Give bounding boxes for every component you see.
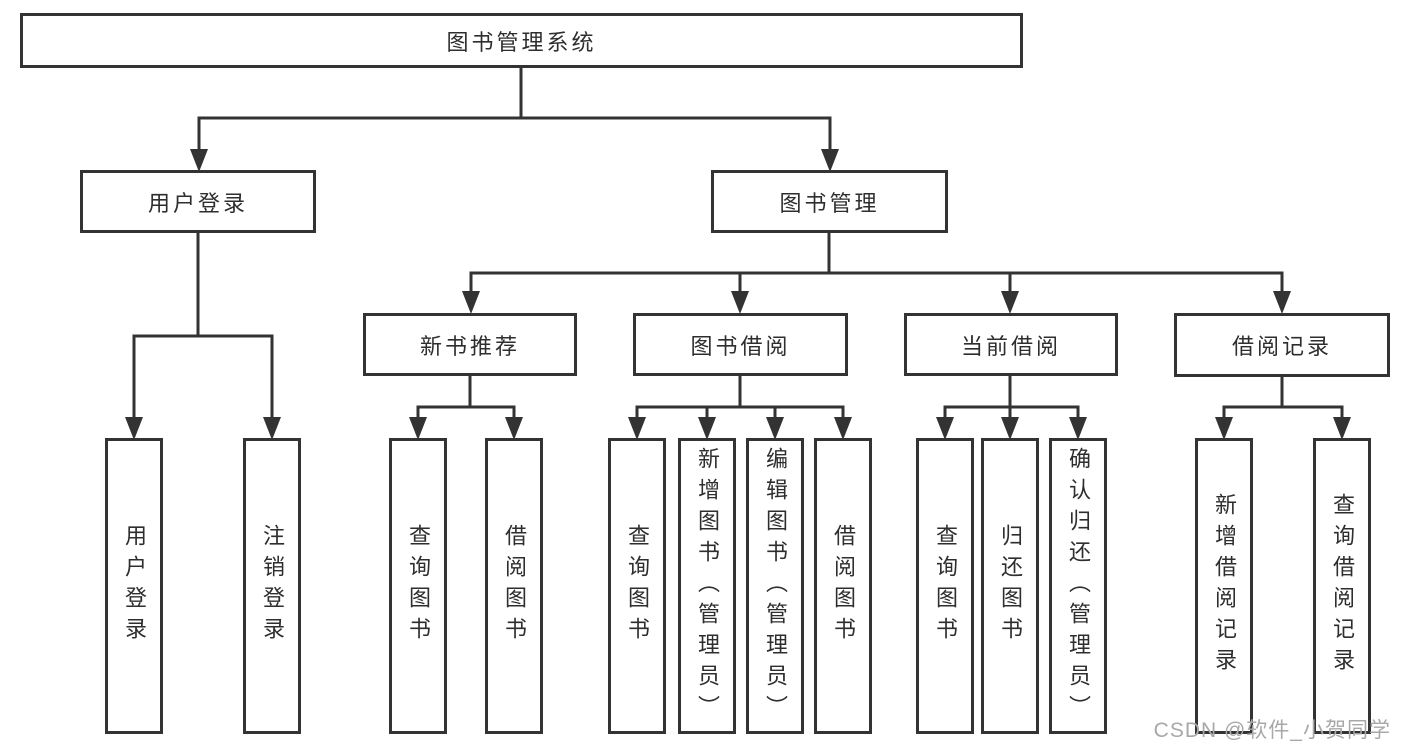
arrow-icon — [462, 291, 480, 314]
node-book-borrow-label: 图书借阅 — [690, 333, 791, 359]
node-borrow-records-label: 借阅记录 — [1231, 334, 1332, 359]
leaf-logout: 注销登录 — [243, 438, 301, 734]
arrowheads — [125, 149, 1351, 440]
leaf-query-books-2: 查询图书 — [608, 438, 666, 734]
leaf-return-books-label: 归还图书 — [998, 524, 1023, 648]
leaf-confirm-return-admin-label: 确认归还（管理员） — [1066, 446, 1091, 726]
arrow-icon — [731, 291, 749, 314]
connector-newbooks-to-leaves — [416, 375, 516, 418]
node-new-book-recommend-label: 新书推荐 — [419, 333, 520, 359]
connector-root-to-level2 — [197, 66, 832, 149]
node-borrow-records: 借阅记录 — [1174, 313, 1390, 377]
leaf-user-login: 用户登录 — [105, 438, 163, 734]
leaf-edit-books-admin-label: 编辑图书（管理员） — [763, 446, 788, 726]
arrow-icon — [1001, 417, 1019, 440]
arrow-icon — [1333, 417, 1351, 440]
node-current-borrow: 当前借阅 — [904, 313, 1118, 376]
arrow-icon — [505, 417, 523, 440]
arrow-icon — [190, 149, 208, 172]
leaf-return-books: 归还图书 — [981, 438, 1039, 734]
leaf-borrow-books-1: 借阅图书 — [485, 438, 543, 734]
connector-userlogin-to-leaves — [132, 232, 274, 418]
arrow-icon — [1273, 291, 1291, 314]
leaf-add-books-admin: 新增图书（管理员） — [678, 438, 736, 734]
arrow-icon — [125, 417, 143, 440]
node-book-borrow: 图书借阅 — [633, 313, 848, 376]
connector-borrow-to-leaves — [635, 375, 845, 418]
leaf-query-borrow-record: 查询借阅记录 — [1313, 438, 1371, 734]
leaf-add-borrow-record-label: 新增借阅记录 — [1212, 493, 1237, 679]
node-root-label: 图书管理系统 — [446, 29, 597, 55]
leaf-borrow-books-2-label: 借阅图书 — [831, 524, 856, 648]
leaf-query-books-1-label: 查询图书 — [406, 524, 431, 648]
leaf-logout-label: 注销登录 — [260, 524, 285, 648]
leaf-borrow-books-2: 借阅图书 — [814, 438, 872, 734]
arrow-icon — [409, 417, 427, 440]
leaf-add-books-admin-label: 新增图书（管理员） — [695, 446, 720, 726]
connector-records-to-leaves — [1222, 375, 1344, 418]
arrow-icon — [1001, 291, 1019, 314]
leaf-user-login-label: 用户登录 — [122, 524, 147, 648]
node-new-book-recommend: 新书推荐 — [363, 313, 577, 376]
arrow-icon — [698, 417, 716, 440]
node-user-login-label: 用户登录 — [147, 190, 248, 216]
connector-current-to-leaves — [943, 375, 1080, 418]
leaf-query-books-3: 查询图书 — [916, 438, 974, 734]
leaf-confirm-return-admin: 确认归还（管理员） — [1049, 438, 1107, 734]
leaf-query-books-1: 查询图书 — [389, 438, 447, 734]
leaf-query-books-3-label: 查询图书 — [933, 524, 958, 648]
node-user-login: 用户登录 — [80, 170, 316, 233]
node-current-borrow-label: 当前借阅 — [960, 333, 1061, 359]
connector-bookmgmt-to-level3 — [469, 232, 1284, 292]
arrow-icon — [766, 417, 784, 440]
csdn-watermark: CSDN @软件_小贺同学 — [1153, 719, 1391, 742]
leaf-query-books-2-label: 查询图书 — [625, 524, 650, 648]
arrow-icon — [834, 417, 852, 440]
leaf-add-borrow-record: 新增借阅记录 — [1195, 438, 1253, 734]
node-root: 图书管理系统 — [20, 13, 1023, 68]
node-book-management: 图书管理 — [711, 170, 948, 233]
leaf-query-borrow-record-label: 查询借阅记录 — [1330, 493, 1355, 679]
node-book-management-label: 图书管理 — [779, 190, 880, 216]
arrow-icon — [263, 417, 281, 440]
arrow-icon — [1069, 417, 1087, 440]
arrow-icon — [628, 417, 646, 440]
arrow-icon — [821, 149, 839, 172]
leaf-edit-books-admin: 编辑图书（管理员） — [746, 438, 804, 734]
arrow-icon — [936, 417, 954, 440]
arrow-icon — [1215, 417, 1233, 440]
leaf-borrow-books-1-label: 借阅图书 — [502, 524, 527, 648]
